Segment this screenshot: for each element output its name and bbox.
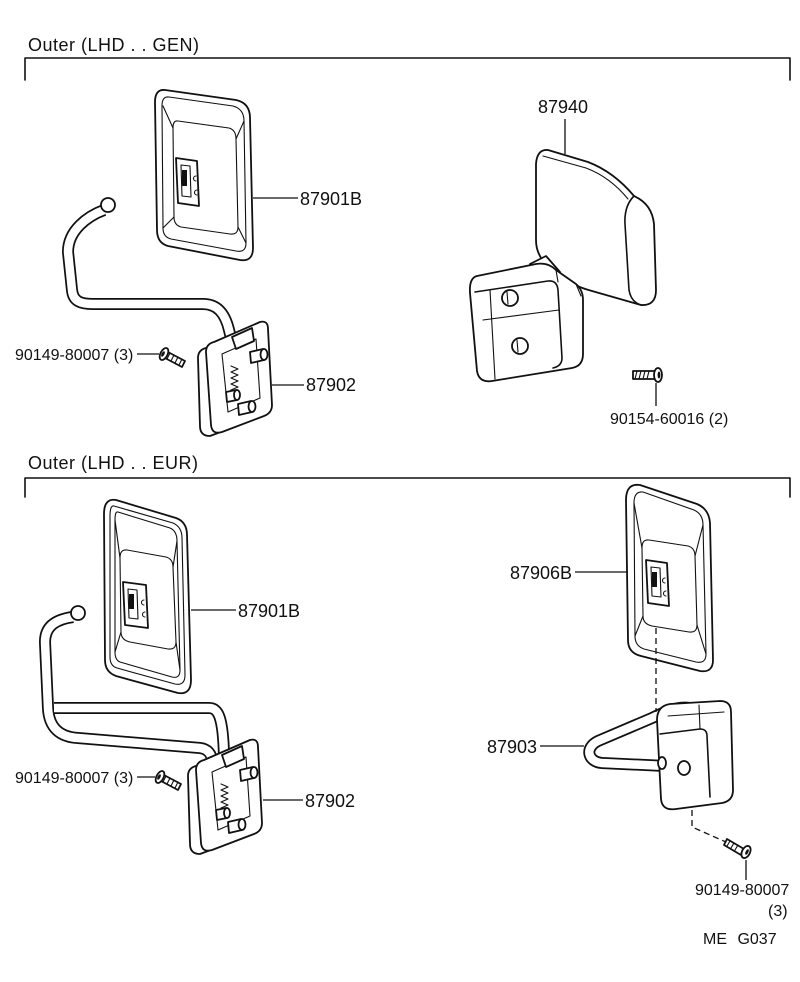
mirror-base-87940-gen <box>468 262 584 383</box>
label-87902-gen: 87902 <box>306 375 356 395</box>
label-87901b-gen: 87901B <box>300 189 362 209</box>
mount-hole <box>511 337 529 355</box>
mirror-head-87901b-eur <box>103 498 192 695</box>
figure-code: ME G037 <box>703 931 777 948</box>
label-screw-box-gen: 90154-60016 (2) <box>610 411 728 428</box>
mirror-base-eur-right <box>656 700 734 811</box>
label-screw-eur-left: 90149-80007 (3) <box>15 770 133 787</box>
stay-joint <box>657 756 667 770</box>
label-screw-gen: 90149-80007 (3) <box>15 347 133 364</box>
mirror-base-87902-gen <box>197 320 273 437</box>
mirror-clip-eur-left <box>122 581 149 629</box>
label-87906b-eur: 87906B <box>510 563 572 583</box>
mirror-base-87902-eur <box>187 738 263 855</box>
mirror-head-87940-gen <box>535 149 657 306</box>
screw-90149-80007-gen <box>158 347 186 368</box>
label-87903-eur: 87903 <box>487 737 537 757</box>
section-bracket-eur <box>24 477 791 498</box>
screw-90149-80007-eur-left <box>154 770 182 791</box>
label-87901b-eur: 87901B <box>238 601 300 621</box>
mirror-head-87906b-eur <box>625 483 714 673</box>
section-title-eur: Outer (LHD . . EUR) <box>28 453 199 473</box>
mirror-clip-gen <box>175 157 200 207</box>
screw-90154-60016-gen <box>632 367 663 383</box>
mirror-stay-arm-eur <box>39 605 230 763</box>
section-title-gen: Outer (LHD . . GEN) <box>28 35 200 55</box>
dashed-guide-base-to-screw <box>691 810 736 847</box>
label-87940-gen: 87940 <box>538 97 588 117</box>
mount-hole <box>501 289 519 307</box>
ball-joint <box>70 605 86 621</box>
label-screw-eur-right: 90149-80007 <box>695 882 789 899</box>
screw-90149-80007-eur-right <box>723 838 752 859</box>
mirror-clip-eur-right <box>645 559 670 607</box>
mirror-stay-arm-gen <box>62 197 239 348</box>
label-screw-eur-right-qty: (3) <box>768 903 788 920</box>
mirror-head-87901b-gen <box>154 89 254 262</box>
section-bracket-gen <box>24 57 791 81</box>
label-87902-eur: 87902 <box>305 791 355 811</box>
mount-stud <box>677 760 691 776</box>
ball-joint <box>100 197 116 213</box>
